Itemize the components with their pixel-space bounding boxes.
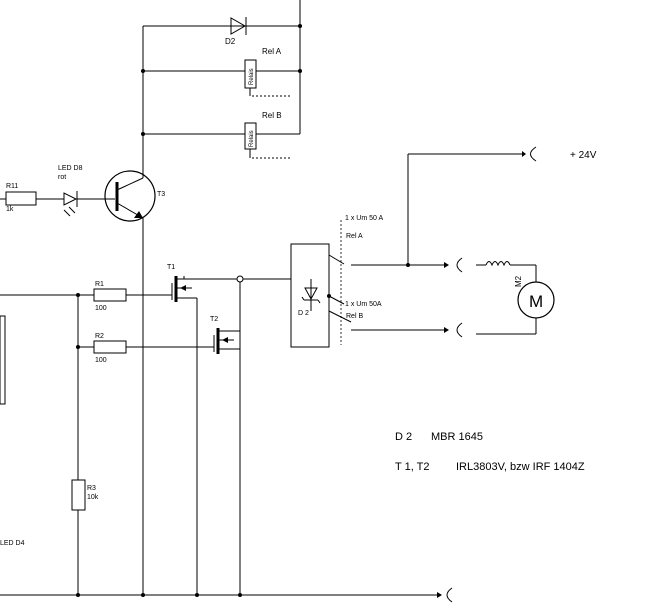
led-d8-label: LED D8 <box>58 165 83 172</box>
relay-coil-b <box>244 122 290 159</box>
parts-t-part: IRL3803V, bzw IRF 1404Z <box>456 461 585 473</box>
r3-value: 10k <box>87 494 99 501</box>
rel-a-top-label: Rel A <box>262 47 282 56</box>
d2-top-label: D2 <box>225 37 236 46</box>
motor-m2 <box>476 261 555 335</box>
parts-d2-ref: D 2 <box>395 431 412 443</box>
motor-symbol: M <box>529 292 543 311</box>
relay-contact-block <box>240 220 444 348</box>
r2-label: R2 <box>95 333 104 340</box>
contact-a-rel: Rel A <box>346 233 363 240</box>
r11-led-branch <box>0 191 115 206</box>
supply-24v-line <box>407 146 537 265</box>
relais-b-label: Relais <box>249 130 255 147</box>
gate-drive-wiring <box>0 288 214 595</box>
resistor-r3 <box>71 479 86 511</box>
d2-mid-label: D 2 <box>298 310 309 317</box>
mosfet-t1 <box>171 276 240 595</box>
relais-a-label: Relais <box>249 68 255 85</box>
parts-t-ref: T 1, T2 <box>395 461 429 473</box>
led-d8 <box>63 191 78 217</box>
top-rail-wiring <box>141 0 302 178</box>
diode-d2-top <box>230 17 247 35</box>
transistor-t3 <box>104 170 156 595</box>
motor-connector-top <box>444 257 463 273</box>
r3-label: R3 <box>87 485 96 492</box>
motor-connector-bottom <box>444 322 463 338</box>
plus-24v-label: + 24V <box>570 150 597 161</box>
led-d4-label: LED D4 <box>0 540 25 547</box>
parts-d2-part: MBR 1645 <box>431 431 483 443</box>
relay-coil-a <box>244 59 290 97</box>
r2-value: 100 <box>95 357 107 364</box>
t1-label: T1 <box>167 264 175 271</box>
t3-label: T3 <box>157 191 165 198</box>
rel-b-top-label: Rel B <box>262 111 282 120</box>
contact-b-rating: 1 x Um 50A <box>345 301 382 308</box>
t2-label: T2 <box>210 316 218 323</box>
contact-a-rating: 1 x Um 50 A <box>345 215 383 222</box>
contact-b-rel: Rel B <box>346 313 363 320</box>
m2-label: M2 <box>514 275 523 287</box>
r11-label: R11 <box>6 183 18 190</box>
r1-value: 100 <box>95 305 107 312</box>
r1-label: R1 <box>95 281 104 288</box>
mosfet-t2 <box>213 275 244 595</box>
ground-rail <box>0 587 453 603</box>
led-d8-color: rot <box>58 174 66 181</box>
r11-value: 1k <box>6 206 14 213</box>
diode-d2-contact <box>301 279 321 311</box>
